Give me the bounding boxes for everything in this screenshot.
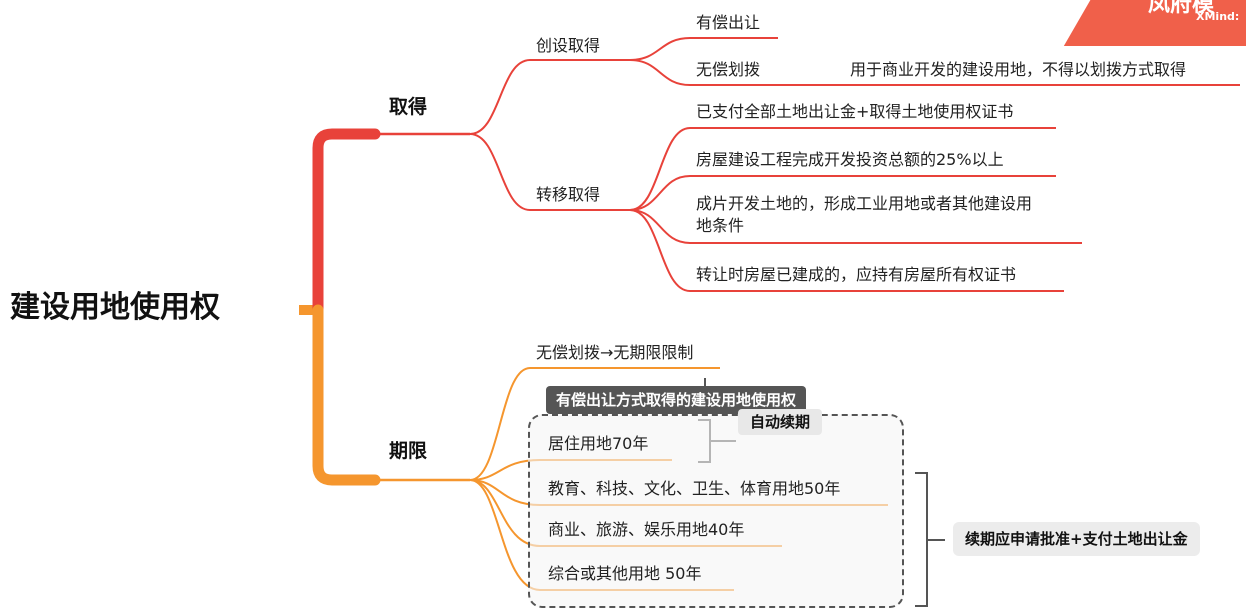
watermark-brand: XMind: [1196, 10, 1240, 23]
topic-acquire[interactable]: 取得 [389, 96, 428, 118]
term-trunk [312, 304, 381, 486]
watermark-title: 凤府模 [1148, 0, 1215, 17]
auto-renew-label[interactable]: 自动续期 [738, 409, 823, 435]
topic-paid-grant[interactable]: 有偿出让 [696, 13, 761, 32]
curve-no-limit [469, 367, 531, 481]
topic-mixed-term[interactable]: 综合或其他用地 50年 [548, 564, 702, 583]
topic-residential-term[interactable]: 居住用地70年 [548, 434, 649, 453]
topic-transfer-cond-1[interactable]: 已支付全部土地出让金+取得土地使用权证书 [696, 102, 1014, 121]
root-connector [299, 305, 313, 315]
topic-education-term[interactable]: 教育、科技、文化、卫生、体育用地50年 [548, 479, 841, 498]
renew-summary-bracket [915, 472, 928, 607]
topic-creation[interactable]: 创设取得 [536, 36, 601, 55]
acquire-trunk [312, 128, 381, 316]
topic-transfer[interactable]: 转移取得 [536, 185, 601, 204]
topic-transfer-cond-2[interactable]: 房屋建设工程完成开发投资总额的25%以上 [696, 150, 1004, 169]
curve-transfer [469, 133, 531, 211]
topic-free-allocation[interactable]: 无偿划拨 [696, 60, 761, 79]
renew-summary[interactable]: 续期应申请批准+支付土地出让金 [953, 522, 1200, 556]
topic-allocation-note[interactable]: 用于商业开发的建设用地，不得以划拨方式取得 [850, 60, 1187, 79]
paid-grant-boundary [528, 414, 904, 608]
root-topic[interactable]: 建设用地使用权 [10, 290, 220, 325]
curve-creation [469, 59, 531, 135]
topic-commercial-term[interactable]: 商业、旅游、娱乐用地40年 [548, 520, 745, 539]
topic-transfer-cond-3-cont: 地条件 [696, 216, 745, 235]
topic-transfer-cond-4[interactable]: 转让时房屋已建成的，应持有房屋所有权证书 [696, 265, 1017, 284]
topic-transfer-cond-3[interactable]: 成片开发土地的，形成工业用地或者其他建设用 [696, 194, 1033, 213]
topic-term[interactable]: 期限 [389, 440, 428, 462]
topic-no-limit[interactable]: 无偿划拨→无期限限制 [536, 343, 694, 362]
